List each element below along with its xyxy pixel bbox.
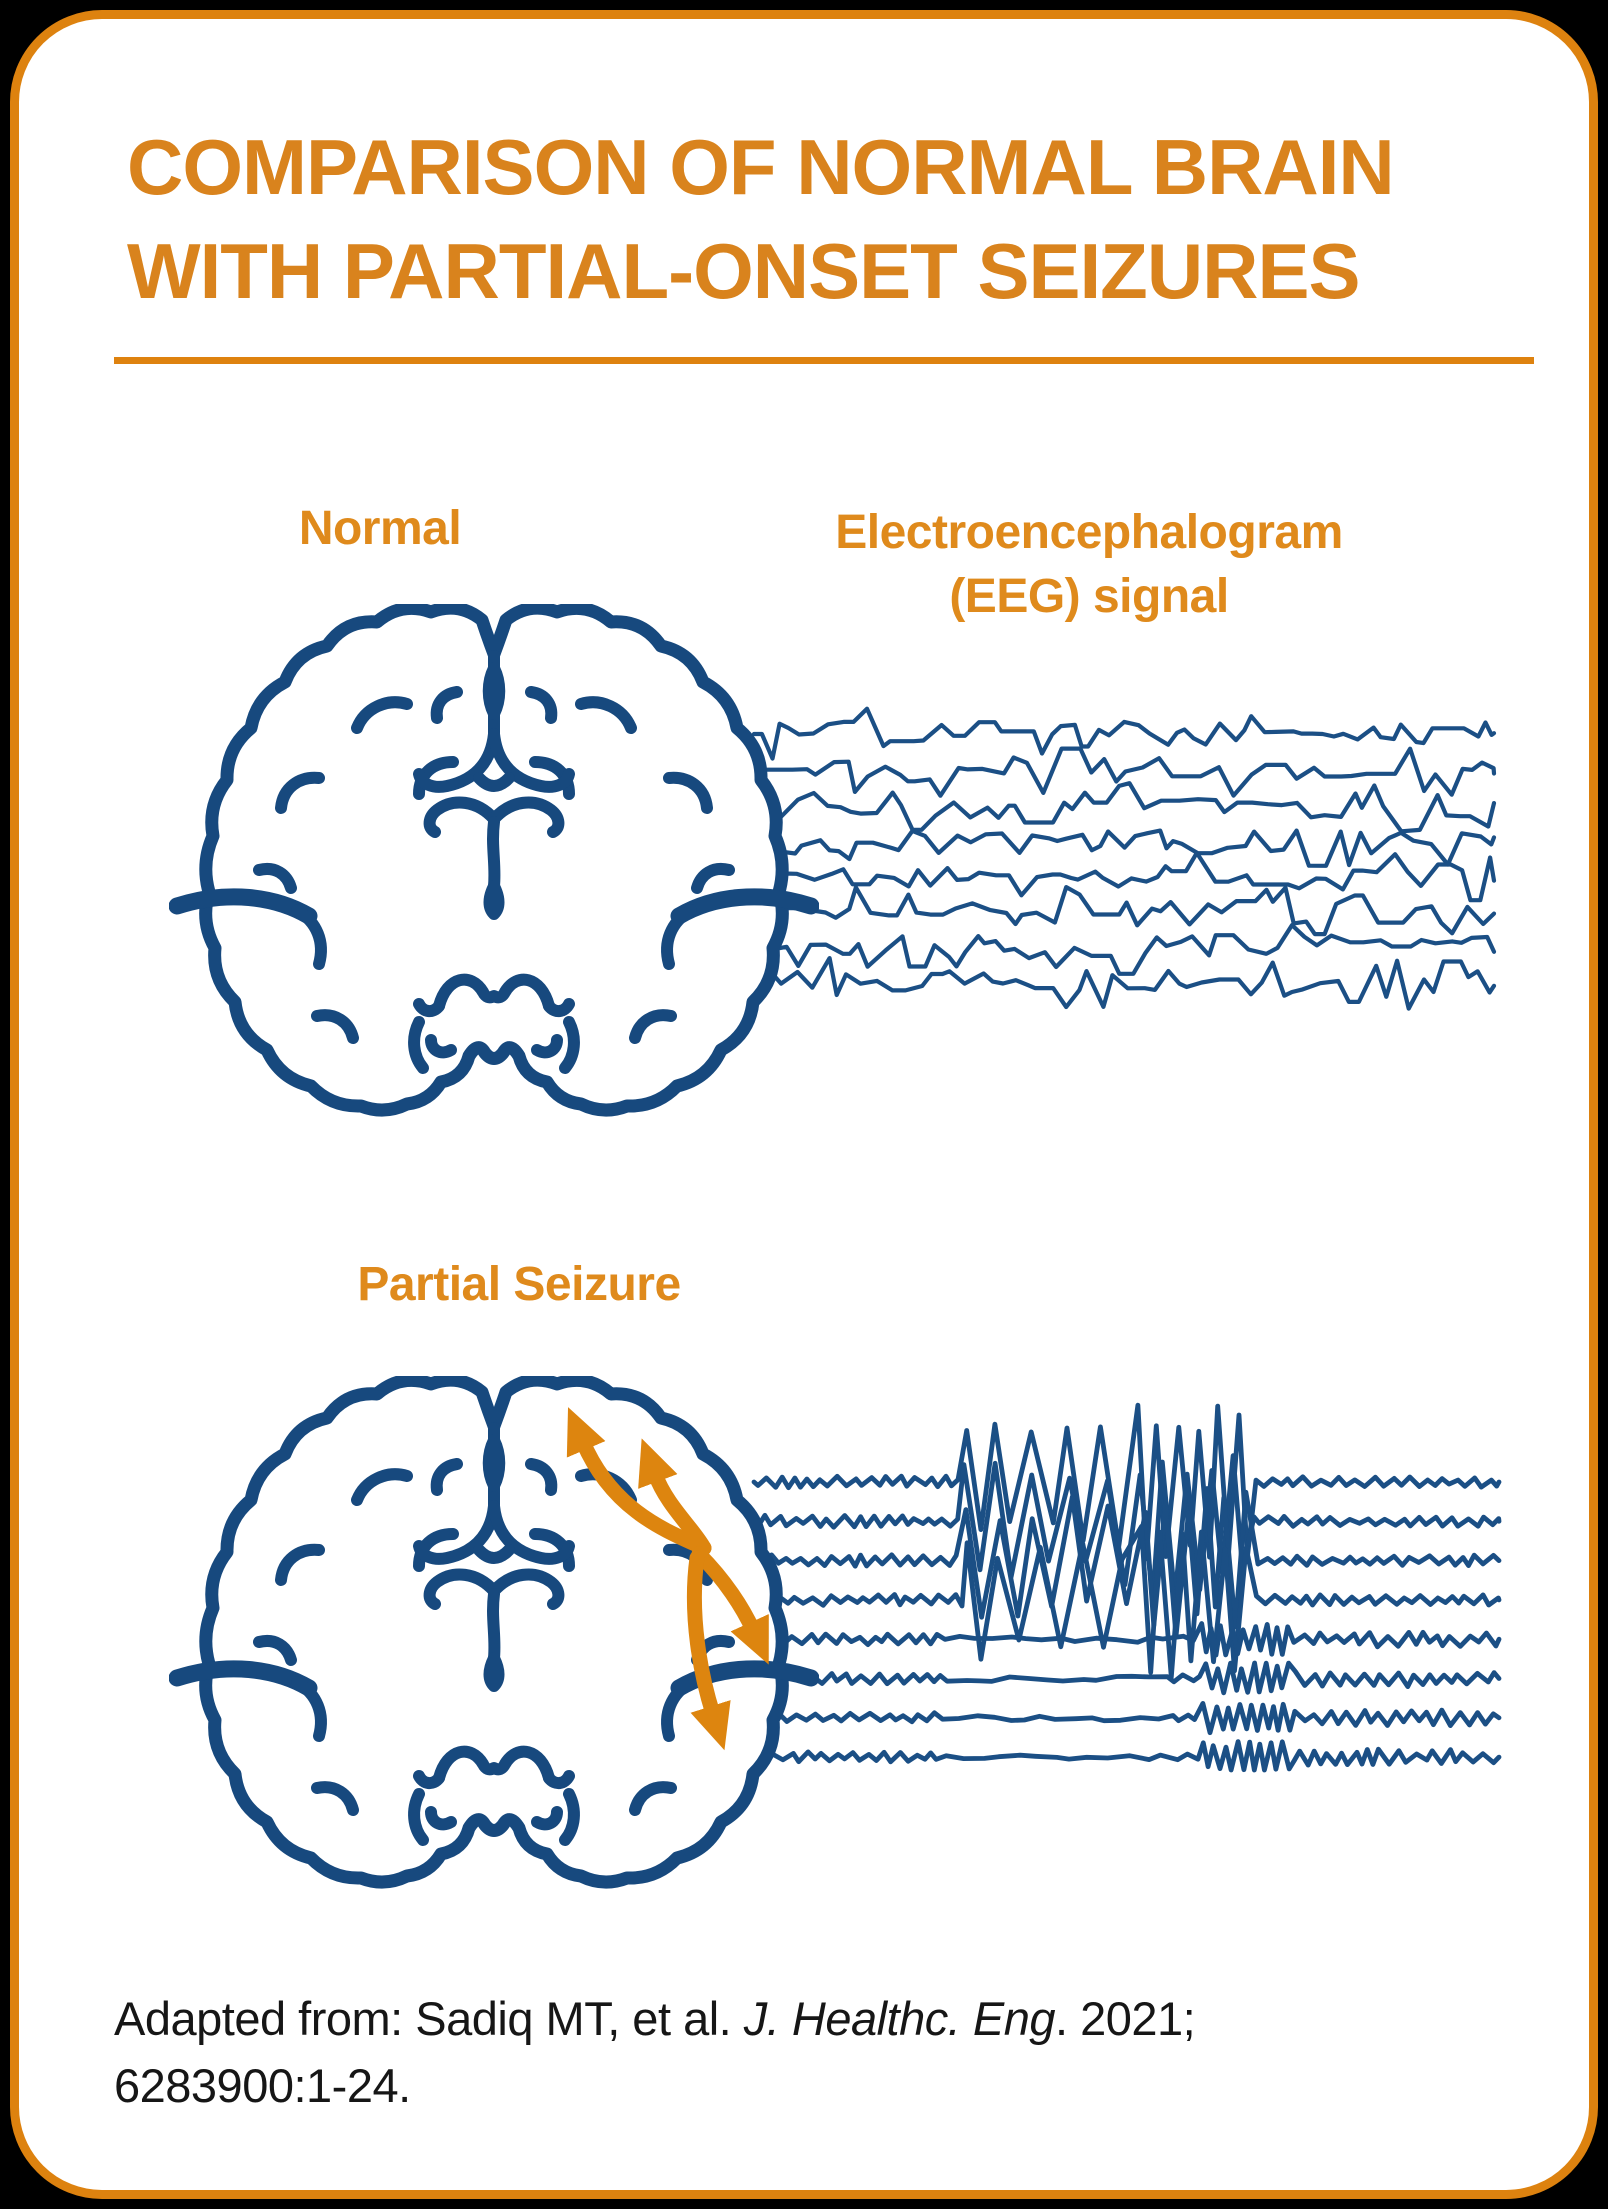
eeg-trace bbox=[751, 922, 1497, 976]
seizure-spread-arrows bbox=[566, 1407, 769, 1751]
eeg-trace bbox=[751, 1739, 1502, 1773]
page-title-line2: WITH PARTIAL-ONSET SEIZURES bbox=[127, 227, 1361, 315]
normal-section-label: Normal bbox=[298, 502, 462, 555]
normal-eeg-traces bbox=[709, 694, 1519, 1024]
citation-text: . 2021; bbox=[1054, 1992, 1196, 2045]
page-title-line1: COMPARISON OF NORMAL BRAIN bbox=[127, 123, 1395, 211]
citation-journal-italic: J. Healthc. Eng bbox=[743, 1992, 1056, 2045]
eeg-trace bbox=[751, 746, 1497, 798]
eeg-trace bbox=[751, 955, 1497, 1011]
citation-line1: Adapted from: Sadiq MT, et al. J. Health… bbox=[114, 1985, 1474, 2052]
eeg-signal-label-line1: Electroencephalogram bbox=[835, 506, 1343, 559]
eeg-trace bbox=[751, 1402, 1502, 1562]
eeg-trace bbox=[751, 885, 1497, 937]
eeg-trace bbox=[751, 850, 1497, 904]
title-divider bbox=[114, 357, 1534, 364]
eeg-trace bbox=[751, 1660, 1502, 1696]
partial-seizure-section-label: Partial Seizure bbox=[357, 1258, 681, 1311]
brain-coronal-icon bbox=[169, 604, 819, 1129]
eeg-trace bbox=[751, 781, 1497, 834]
seizure-eeg-traces bbox=[709, 1397, 1519, 1797]
page-title: COMPARISON OF NORMAL BRAIN WITH PARTIAL-… bbox=[127, 115, 1547, 323]
eeg-trace bbox=[751, 1700, 1502, 1736]
eeg-trace bbox=[751, 828, 1497, 868]
citation: Adapted from: Sadiq MT, et al. J. Health… bbox=[114, 1985, 1474, 2119]
eeg-trace bbox=[751, 1621, 1502, 1658]
infographic-card: COMPARISON OF NORMAL BRAIN WITH PARTIAL-… bbox=[10, 10, 1598, 2199]
brain-coronal-icon bbox=[169, 1376, 819, 1901]
citation-line2: 6283900:1-24. bbox=[114, 2059, 411, 2112]
eeg-trace bbox=[751, 706, 1497, 761]
eeg-signal-label-line2: (EEG) signal bbox=[949, 570, 1229, 623]
eeg-signal-label: Electroencephalogram (EEG) signal bbox=[769, 501, 1409, 629]
citation-text: Adapted from: Sadiq MT, et al. bbox=[114, 1992, 744, 2045]
